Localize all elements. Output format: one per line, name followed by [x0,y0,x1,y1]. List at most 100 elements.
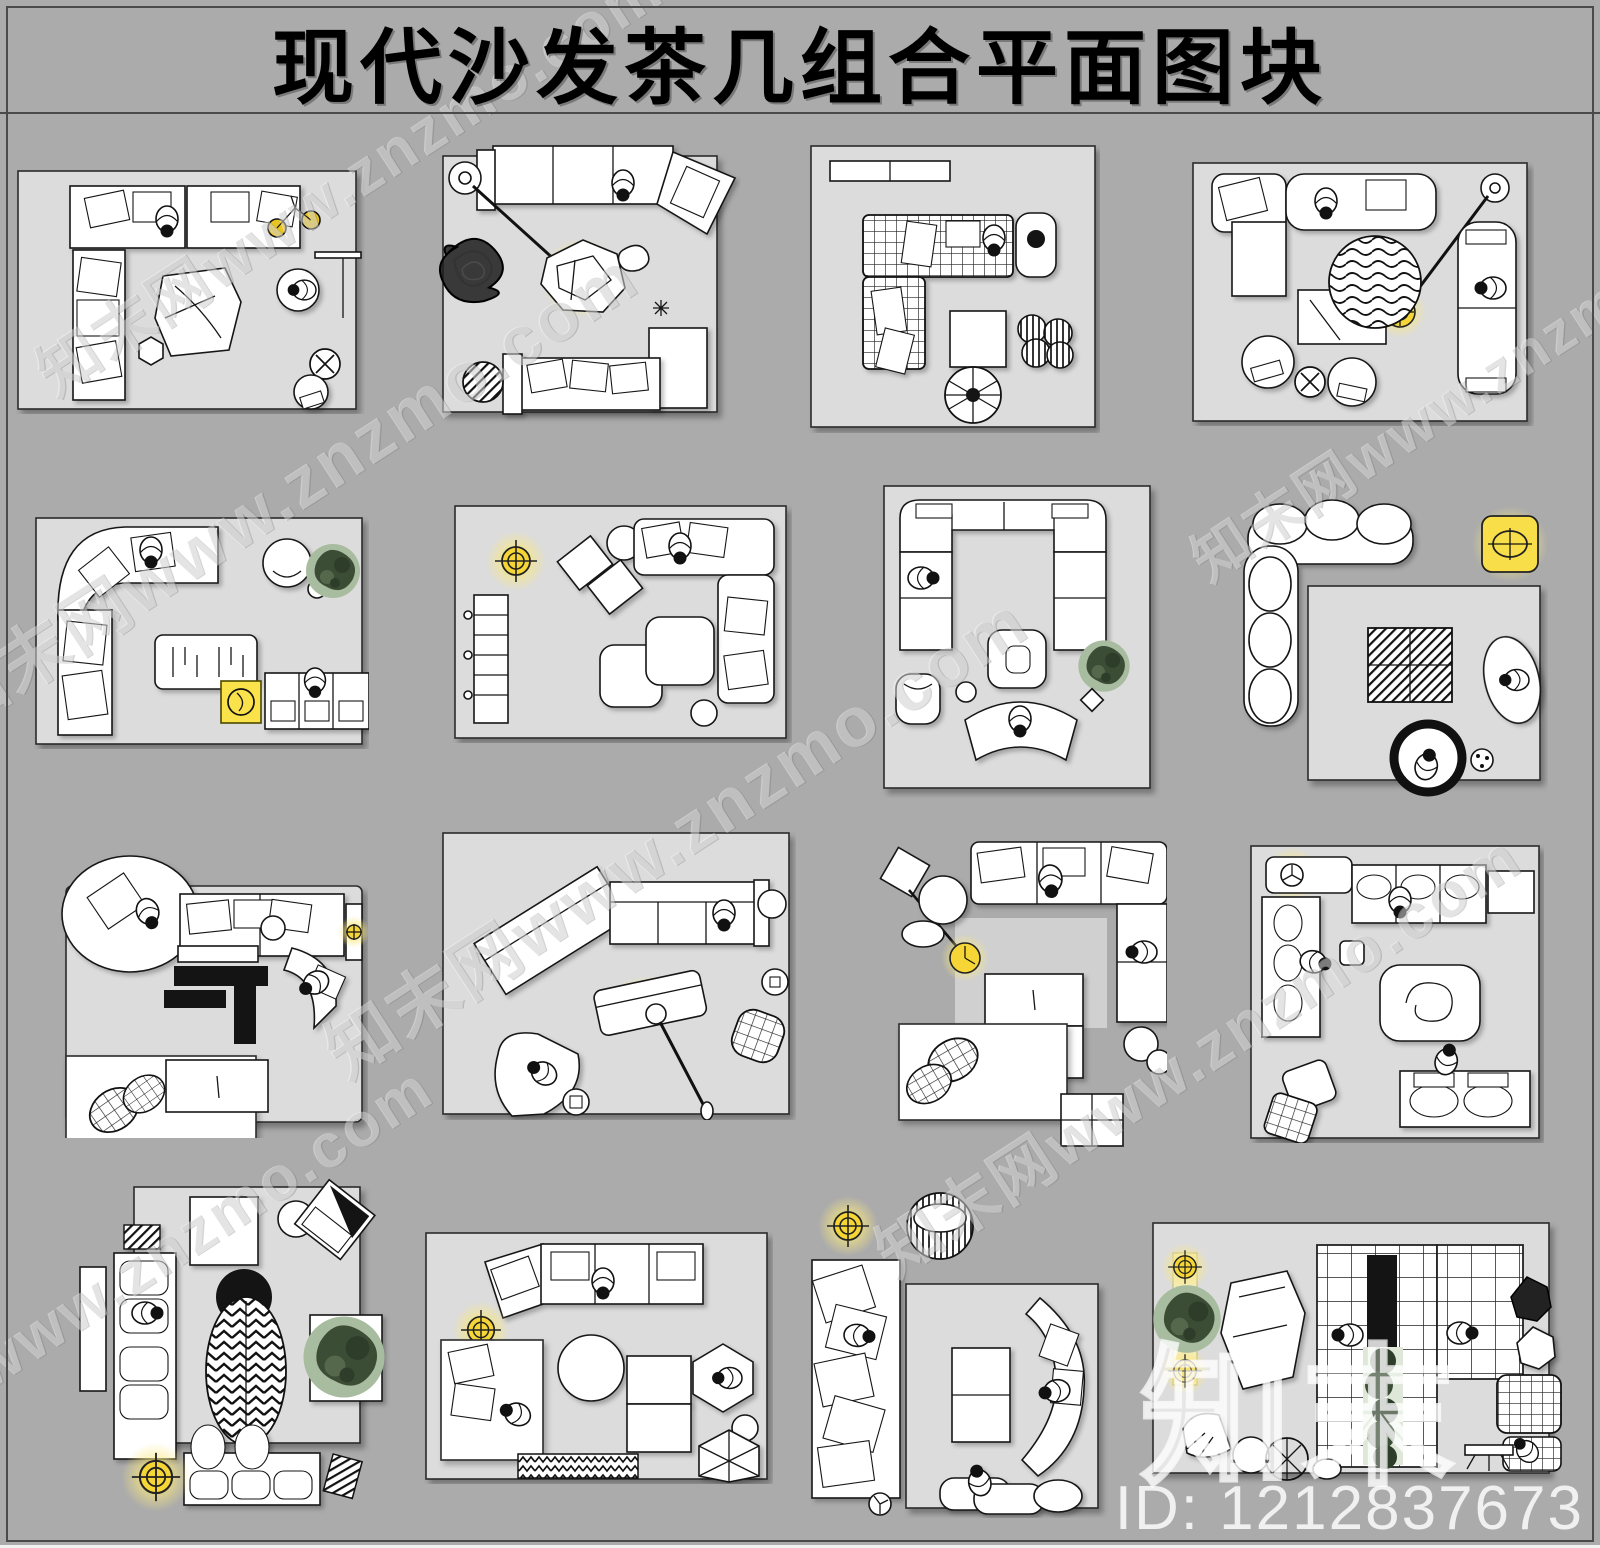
left-sofa [113,1224,177,1460]
slat-bench [463,594,509,724]
floorplan-tile-15 [811,1192,1099,1516]
leaf-rug [205,1269,287,1446]
pouf-chair [895,673,941,725]
wall-shelf [79,1266,107,1392]
floorplan-tile-12 [1250,845,1540,1143]
faceted-chair [692,1343,754,1413]
ball-decor [260,915,286,941]
top-sofa [476,145,737,236]
diamond-table [1079,687,1105,713]
yellow-sign [220,680,262,724]
plant-strip [1363,1347,1403,1469]
chaise-section [1211,173,1287,297]
ring-chair [1389,719,1467,797]
title-divider [0,112,1600,114]
round-chair [918,875,968,925]
woven-pouf [730,1008,786,1064]
annex-table [165,1059,269,1113]
dark-scribble-plant [438,237,504,304]
corner-sofa [483,1242,704,1320]
floorplan-tile-2 [438,145,737,415]
lit-coffee-table [593,969,714,1120]
x-side-table [309,348,341,380]
accent-light-square [1472,506,1548,582]
tall-coffee-table [951,1347,1011,1443]
small-rug [617,244,650,272]
frame-lounge-chair [293,1178,377,1261]
grid-ottoman [1496,1374,1562,1434]
floorplan-tile-14 [425,1232,768,1483]
left-sofa [1261,896,1321,1038]
floorplan-tile-3 [810,145,1096,428]
side-table [1123,1026,1159,1062]
geo-pouf [698,1429,760,1483]
potted-plant [303,1314,385,1402]
pouf [690,699,718,727]
tilted-chairs [1263,1059,1337,1143]
chaise-annex [440,1339,544,1461]
side-table [757,889,787,919]
accent-light [817,1195,879,1257]
floorplan-tile-16 [1152,1222,1562,1481]
floor-cushions [556,525,644,616]
curved-corner-sofa [57,526,219,736]
bottom-poufs [939,1461,1083,1515]
armchair-with-person [276,268,320,312]
square-table [626,1355,692,1405]
side-table [1015,212,1057,278]
square-table [626,1403,692,1453]
square-coffee-table [949,310,1007,368]
cross-table [1060,1093,1124,1147]
striped-stool [322,1453,364,1500]
floor-lamp [314,251,362,318]
angular-table [1220,1270,1306,1390]
accent-light [120,1441,192,1513]
tripod-table [868,1492,892,1516]
floorplan-tile-13 [79,1178,385,1513]
tufted-l-sofa [862,214,1014,375]
square-coffee-table [987,629,1047,689]
wall-console [829,160,951,182]
round-coffee-table [557,1334,625,1402]
striped-side-table [462,361,504,403]
zigzag-rug [517,1453,639,1479]
fan-chair [1182,1412,1232,1458]
round-lounge-chair [293,374,329,410]
modular-coffee-table [154,634,258,690]
lit-console [1264,847,1353,903]
spider-lamp [879,846,989,982]
side-table [1487,870,1535,914]
top-sofa [1285,173,1437,231]
accent-light [485,530,547,592]
tripod-stool [1470,748,1494,772]
floorplan-tile-4 [1192,162,1528,422]
floorplan-tile-5 [35,517,369,745]
yellow-bike-decor [267,195,321,238]
snowflake-decor [653,300,669,316]
woven-basket-table [944,366,1002,424]
square-coffee-tables [599,616,715,708]
cup-table [761,968,789,996]
oval-stool [901,920,945,948]
oval-stool [1312,1458,1342,1480]
stone-coffee-table [540,238,626,318]
u-shaped-sofa [899,499,1107,651]
curved-bow-sofa [1020,1296,1086,1478]
drum-pouf [906,1192,974,1260]
bottom-sofa [502,353,661,415]
hatched-coffee-table [1367,627,1453,703]
white-square-rug [189,1196,259,1266]
plant [306,544,360,598]
lounge-chairs [1241,335,1377,407]
squiggle-rug [1379,964,1481,1042]
floorplan-tile-8 [1243,499,1548,797]
floorplan-tile-10 [442,832,790,1120]
small-stool [562,1088,590,1116]
floorplan-tile-6 [454,505,787,739]
sectional-sofa [69,185,301,401]
bubble-sofa [1243,499,1414,727]
round-stool [1232,1436,1270,1474]
abstract-rug [138,267,242,366]
floorplan-tile-9 [61,855,368,1138]
